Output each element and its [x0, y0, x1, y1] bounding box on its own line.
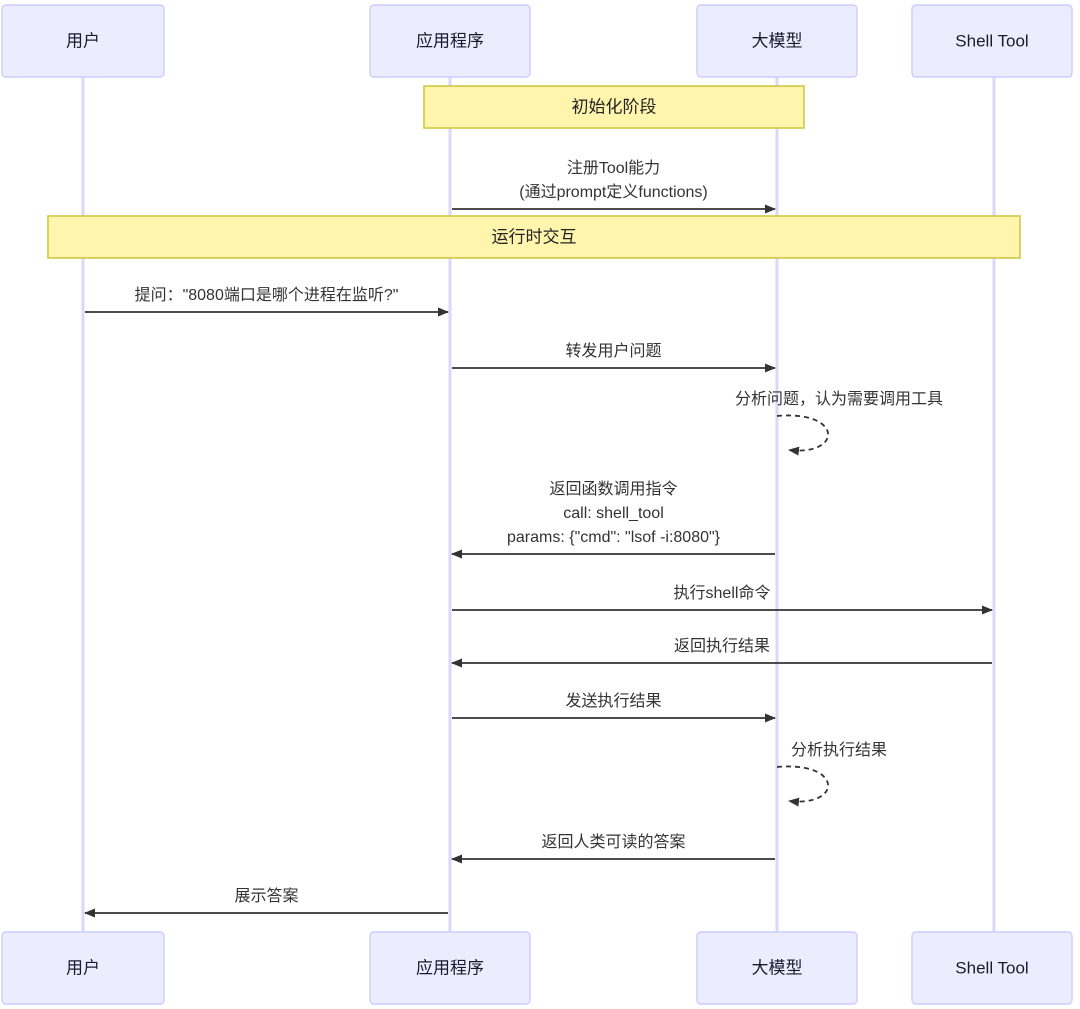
- actor-label-app-bottom: 应用程序: [416, 958, 484, 977]
- lifelines-layer: [81, 77, 996, 932]
- msg-function-call-label-1: call: shell_tool: [563, 505, 664, 522]
- msg-readable-answer-label-0: 返回人类可读的答案: [541, 833, 685, 851]
- msg-function-call-label-0: 返回函数调用指令: [549, 480, 677, 498]
- phase-runtime-label: 运行时交互: [492, 227, 577, 246]
- msg-function-call: 返回函数调用指令 call: shell_tool params: {"cmd": …: [451, 480, 775, 559]
- msg-exec-result-label-0: 返回执行结果: [674, 637, 770, 655]
- actor-box-user-top[interactable]: [1, 4, 165, 78]
- actor-box-user-bottom[interactable]: [1, 931, 165, 1005]
- actor-label-llm-top: 大模型: [752, 31, 803, 50]
- messages-layer: 注册Tool能力 (通过prompt定义functions) 提问："8080端口是…: [84, 159, 993, 918]
- actor-label-shell-top: Shell Tool: [955, 31, 1028, 50]
- msg-analyze-question-label-0: 分析问题，认为需要调用工具: [735, 390, 943, 408]
- phase-runtime-box: [47, 215, 1021, 259]
- msg-send-result-label-0: 发送执行结果: [565, 692, 661, 710]
- actor-box-shell-top[interactable]: [911, 4, 1073, 78]
- actor-box-llm-top[interactable]: [696, 4, 858, 78]
- msg-readable-answer: 返回人类可读的答案: [451, 833, 775, 864]
- msg-user-question: 提问："8080端口是哪个进程在监听?": [85, 286, 449, 317]
- msg-user-question-label-0: 提问："8080端口是哪个进程在监听?": [135, 286, 399, 304]
- actor-box-app-bottom[interactable]: [369, 931, 531, 1005]
- msg-show-answer-label-0: 展示答案: [234, 887, 298, 905]
- msg-exec-shell: 执行shell命令: [452, 584, 993, 615]
- msg-exec-result: 返回执行结果: [451, 637, 992, 668]
- actor-label-user-bottom: 用户: [66, 958, 100, 977]
- msg-analyze-question-loop: [776, 414, 829, 456]
- msg-analyze-result-label-0: 分析执行结果: [791, 741, 887, 759]
- msg-analyze-result: 分析执行结果: [776, 741, 887, 807]
- msg-forward-question-label-0: 转发用户问题: [565, 342, 661, 360]
- msg-analyze-result-loop: [776, 765, 829, 807]
- msg-register-tool: 注册Tool能力 (通过prompt定义functions): [452, 159, 776, 214]
- phase-init-label: 初始化阶段: [572, 97, 657, 116]
- msg-register-tool-label-1: (通过prompt定义functions): [519, 183, 708, 201]
- msg-analyze-question: 分析问题，认为需要调用工具: [735, 390, 943, 456]
- phase-init-box: [423, 85, 805, 129]
- msg-register-tool-label-0: 注册Tool能力: [567, 159, 660, 177]
- actor-box-shell-bottom[interactable]: [911, 931, 1073, 1005]
- actor-label-shell-bottom: Shell Tool: [955, 958, 1028, 977]
- actor-label-app-top: 应用程序: [416, 31, 484, 50]
- actor-label-llm-bottom: 大模型: [752, 958, 803, 977]
- msg-send-result: 发送执行结果: [452, 692, 776, 723]
- msg-forward-question: 转发用户问题: [452, 342, 776, 373]
- actor-label-user-top: 用户: [66, 31, 100, 50]
- msg-show-answer: 展示答案: [84, 887, 448, 918]
- msg-function-call-label-2: params: {"cmd": "lsof -i:8080"}: [507, 529, 721, 546]
- actor-box-app-top[interactable]: [369, 4, 531, 78]
- actor-box-llm-bottom[interactable]: [696, 931, 858, 1005]
- msg-exec-shell-label-0: 执行shell命令: [674, 584, 771, 602]
